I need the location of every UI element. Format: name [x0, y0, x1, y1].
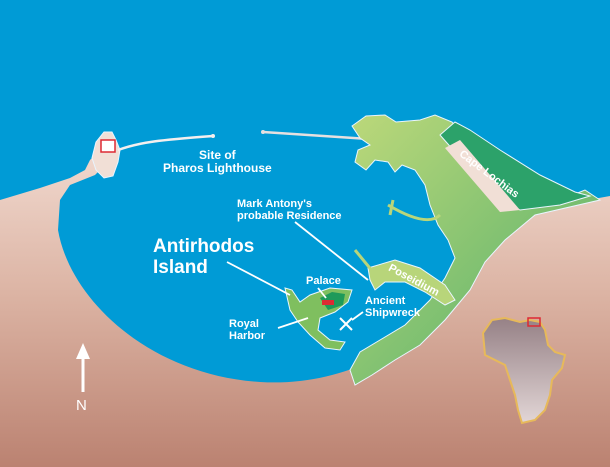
label-antirhodos-line1: Antirhodos [153, 236, 255, 257]
arrow-up-icon [76, 343, 90, 392]
africa-inset-map [481, 316, 567, 425]
x-mark-icon [339, 317, 353, 331]
label-ancient-shipwreck: Ancient Shipwreck [365, 295, 420, 319]
label-antirhodos-island: Antirhodos Island [153, 236, 255, 278]
label-royal-harbor-line2: Harbor [229, 330, 266, 343]
poseidium [367, 259, 456, 306]
pharos-site-marker [100, 139, 116, 153]
mainland [0, 150, 610, 467]
palace-marker [322, 300, 334, 305]
label-pharos-line2: Pharos Lighthouse [163, 161, 272, 176]
label-palace: Palace [306, 275, 341, 287]
label-shipwreck-line1: Ancient [365, 295, 406, 307]
label-royal-harbor-line1: Royal [229, 318, 259, 330]
label-shipwreck-line2: Shipwreck [365, 307, 421, 320]
label-north: N [76, 397, 87, 414]
label-antirhodos-line2: Island [153, 256, 208, 278]
label-royal-harbor: Royal Harbor [229, 318, 265, 342]
label-mark-antony-line2: probable Residence [237, 210, 342, 223]
label-mark-antony-line1: Mark Antony's [237, 198, 312, 210]
label-mark-antony-residence: Mark Antony's probable Residence [237, 198, 342, 222]
label-pharos-lighthouse: Site of Pharos Lighthouse [163, 148, 272, 176]
label-pharos-line1: Site of [199, 148, 236, 162]
